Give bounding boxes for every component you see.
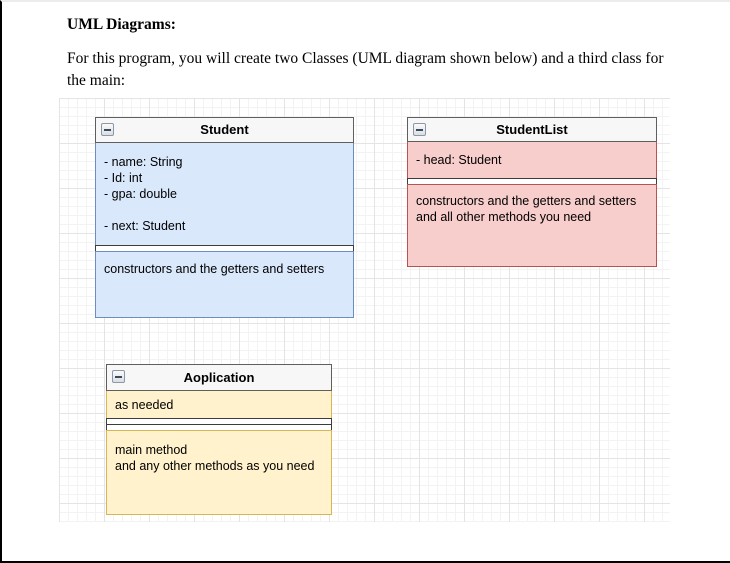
intro-paragraph: For this program, you will create two Cl… <box>67 50 664 89</box>
method-line: main method <box>115 443 188 457</box>
uml-methods-section: constructors and the getters and setters… <box>407 184 657 267</box>
attribute-line: - name: String <box>104 155 183 169</box>
attribute-line: as needed <box>115 398 174 412</box>
collapse-minus-icon[interactable] <box>101 123 114 136</box>
uml-class-title: StudentList <box>496 122 568 137</box>
uml-attributes-section: - name: String - Id: int - gpa: double -… <box>95 142 354 246</box>
method-line: constructors and the getters and setters <box>104 262 325 276</box>
method-line: and all other methods you need <box>416 210 592 224</box>
uml-attributes-section: - head: Student <box>407 141 657 179</box>
method-line: and any other methods as you need <box>115 459 315 473</box>
uml-class-student[interactable]: Student - name: String - Id: int - gpa: … <box>95 117 354 318</box>
collapse-minus-icon[interactable] <box>413 123 426 136</box>
diagram-grid-canvas: Student - name: String - Id: int - gpa: … <box>59 98 670 522</box>
uml-class-student-header: Student <box>95 117 354 143</box>
collapse-minus-icon[interactable] <box>112 370 125 383</box>
attribute-line-blank <box>104 202 353 218</box>
uml-class-application-header: Aoplication <box>106 364 332 391</box>
attribute-line: - gpa: double <box>104 187 177 201</box>
attribute-line: - next: Student <box>104 219 186 233</box>
attribute-line: - head: Student <box>416 153 502 167</box>
method-line: constructors and the getters and setters <box>416 194 637 208</box>
attribute-line: - Id: int <box>104 171 143 185</box>
uml-methods-section: constructors and the getters and setters <box>95 251 354 318</box>
uml-class-studentlist-header: StudentList <box>407 117 657 142</box>
uml-attributes-section: as needed <box>106 390 332 419</box>
uml-class-title: Student <box>200 122 249 137</box>
uml-methods-section: main method and any other methods as you… <box>106 430 332 515</box>
uml-class-studentlist[interactable]: StudentList - head: Student constructors… <box>407 117 657 267</box>
page-title: UML Diagrams: <box>67 16 176 33</box>
uml-class-application[interactable]: Aoplication as needed main method and an… <box>106 364 332 515</box>
uml-class-title: Aoplication <box>183 370 255 385</box>
